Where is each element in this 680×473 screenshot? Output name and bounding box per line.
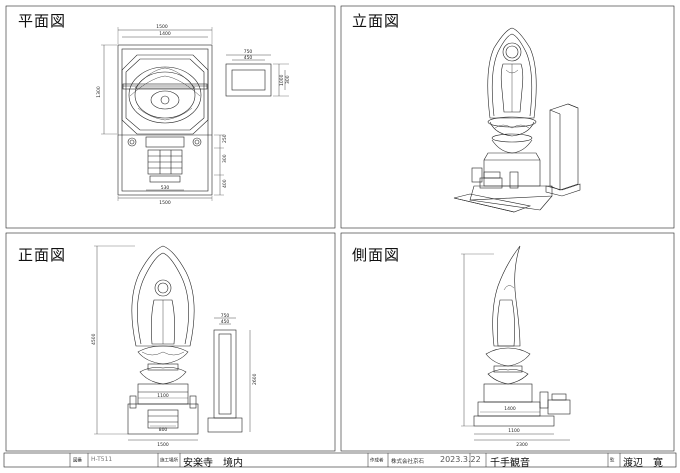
dim-front-stele-w1: 750 (221, 313, 230, 319)
elevation-view (453, 27, 581, 213)
designer-label: 監 (610, 457, 615, 464)
drawing-number: H-T511 (91, 456, 113, 463)
dim-detail-w2: 450 (244, 55, 253, 61)
dim-detail-h2: 300 (285, 75, 291, 84)
dimension-labels: 1500 1400 1300 250 300 400 530 1500 750 … (91, 24, 528, 448)
dim-plan-right-a: 250 (222, 134, 228, 143)
title-block-grid (69, 453, 621, 467)
location-value: 安楽寺 境内 (183, 458, 243, 469)
dim-detail-w1: 750 (244, 49, 253, 55)
dim-plan-right-b: 300 (222, 154, 228, 163)
dim-plan-bottom-inner: 530 (161, 185, 170, 191)
dim-front-stele-h: 2600 (252, 373, 258, 385)
dim-plan-right-c: 400 (222, 179, 228, 188)
drawing-date: 2023.3.22 (440, 455, 481, 464)
plan-title: 平面図 (18, 12, 67, 30)
author-label: 作成者 (370, 457, 384, 464)
location-label: 施工場所 (160, 457, 179, 464)
drawing-number-label: 図番 (73, 457, 83, 464)
dim-detail-h1: 1000 (279, 74, 285, 86)
dim-plan-top-outer: 1500 (156, 24, 168, 30)
dim-front-total: 4500 (91, 333, 97, 345)
dim-side-base-b: 1100 (508, 428, 520, 434)
side-frame (340, 232, 675, 452)
front-view (94, 245, 251, 441)
elevation-title: 立面図 (352, 12, 401, 30)
company-name: 株式会社京石 (391, 459, 425, 465)
designer-name: 渡辺 寛 (623, 458, 663, 469)
dim-plan-top-inner: 1400 (159, 31, 171, 37)
title-block-frame (3, 452, 677, 468)
plan-frame (5, 5, 336, 229)
dim-front-stele-w2: 450 (221, 319, 230, 325)
dim-side-base-a: 1400 (504, 406, 516, 412)
front-frame (5, 232, 336, 452)
dim-plan-bottom-outer: 1500 (159, 200, 171, 206)
elevation-frame (340, 5, 675, 229)
drawing-title: 千手観音 (490, 458, 530, 469)
dim-front-base-c: 800 (159, 427, 168, 433)
plan-view (101, 27, 289, 201)
front-title: 正面図 (18, 246, 67, 264)
dim-front-base-b: 1100 (157, 393, 169, 399)
side-view (461, 245, 571, 441)
side-title: 側面図 (352, 246, 401, 264)
dim-plan-left: 1300 (96, 86, 102, 98)
dim-side-base-total: 2300 (516, 442, 528, 448)
dim-front-base-a: 1500 (157, 442, 169, 448)
